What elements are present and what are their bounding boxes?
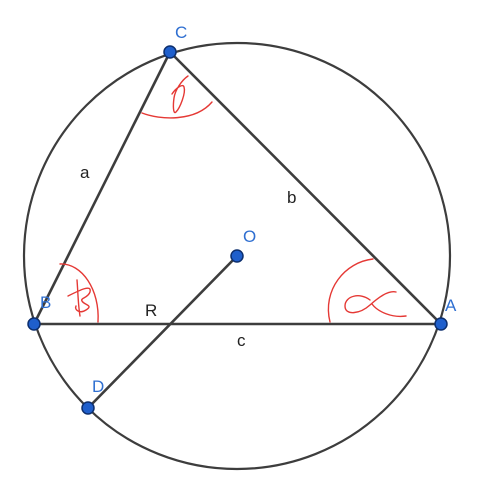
label-radius-r: R [145, 301, 157, 320]
angle-gamma-mark [141, 75, 213, 119]
label-point-b: B [40, 293, 51, 312]
label-point-o: O [243, 227, 256, 246]
angle-alpha-mark [327, 258, 407, 323]
side-a-line [32, 51, 172, 325]
point-o[interactable] [230, 249, 244, 263]
point-c[interactable] [163, 45, 177, 59]
label-point-d: D [92, 377, 104, 396]
label-side-b: b [287, 188, 296, 207]
point-a[interactable] [434, 317, 448, 331]
label-point-c: C [175, 23, 187, 42]
point-b[interactable] [27, 317, 41, 331]
label-point-a: A [445, 296, 457, 315]
point-d[interactable] [81, 401, 95, 415]
radius-od-line [87, 255, 238, 409]
label-side-c: c [237, 331, 246, 350]
angle-beta-mark [59, 263, 99, 323]
side-b-line [169, 51, 442, 325]
label-side-a: a [80, 163, 90, 182]
circumcircle [22, 41, 452, 471]
